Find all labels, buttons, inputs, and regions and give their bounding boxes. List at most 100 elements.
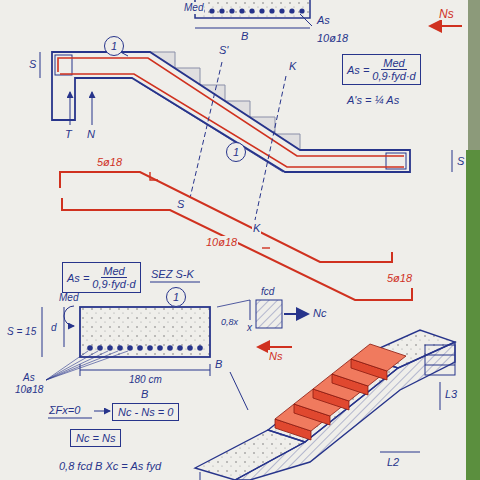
callout-circle: 1 bbox=[226, 142, 246, 162]
slab-side-3d bbox=[235, 342, 455, 480]
underline bbox=[150, 282, 200, 283]
leader-line bbox=[46, 351, 98, 380]
leader-line bbox=[46, 351, 108, 380]
section-rect bbox=[80, 307, 210, 357]
label: L2 bbox=[386, 456, 400, 468]
label: d bbox=[50, 322, 58, 334]
label: Med bbox=[183, 2, 204, 14]
label: 5ø18 bbox=[386, 272, 413, 284]
force-arrow bbox=[92, 92, 93, 125]
rebar-dot bbox=[157, 345, 163, 351]
arrow bbox=[94, 411, 110, 412]
label: S bbox=[28, 58, 37, 70]
slab-line bbox=[138, 82, 283, 172]
node-text: Nc - Ns = 0 bbox=[118, 406, 173, 418]
dimension-line bbox=[40, 52, 41, 78]
dimension-tick bbox=[80, 364, 81, 376]
label: Nc bbox=[312, 307, 327, 319]
stress-block bbox=[256, 300, 282, 328]
label: 180 cm bbox=[128, 374, 163, 386]
rebar-dot bbox=[279, 8, 284, 13]
fraction: Med0,9·fyd·d bbox=[92, 265, 135, 290]
stair-slab bbox=[52, 52, 410, 172]
equation-box: Nc - Ns = 0 bbox=[112, 403, 179, 421]
force-arrow bbox=[258, 346, 292, 348]
label: B bbox=[140, 388, 149, 400]
rebar-dot bbox=[187, 345, 193, 351]
rebar-dot bbox=[127, 345, 133, 351]
section-cut bbox=[190, 62, 222, 198]
rebar-shape bbox=[60, 172, 392, 262]
dimension-line bbox=[440, 382, 441, 410]
dimension-line bbox=[250, 300, 251, 320]
dimension-line bbox=[195, 28, 310, 29]
label: Ns bbox=[268, 350, 283, 362]
background-edge bbox=[468, 0, 480, 150]
label: 10ø18 bbox=[316, 32, 349, 44]
label: 0,8x bbox=[220, 316, 239, 328]
equation-box: Nc = Ns bbox=[70, 429, 121, 447]
rebar-dot bbox=[219, 8, 224, 13]
label: K bbox=[252, 222, 261, 234]
node-text: As = bbox=[347, 64, 369, 76]
dimension-line bbox=[380, 452, 420, 453]
label: B bbox=[240, 30, 249, 42]
node-text: Med bbox=[381, 57, 406, 70]
leader-line bbox=[46, 351, 128, 380]
label: 5ø18 bbox=[96, 156, 123, 168]
node-text: Nc = Ns bbox=[76, 432, 115, 444]
dimension-tick bbox=[210, 364, 211, 376]
label: 10ø18 bbox=[205, 236, 238, 248]
leader-line bbox=[46, 351, 118, 380]
rebar-dot bbox=[137, 345, 143, 351]
rebar-dot bbox=[87, 345, 93, 351]
label: T bbox=[64, 128, 73, 140]
label: S bbox=[176, 198, 185, 210]
force-arrow bbox=[430, 25, 462, 27]
label: S' bbox=[218, 44, 229, 56]
rebar-dot bbox=[197, 345, 203, 351]
force-arrow bbox=[70, 92, 71, 125]
label: As bbox=[22, 372, 36, 384]
label: fcd bbox=[260, 286, 275, 298]
rebar-dot bbox=[269, 8, 274, 13]
label: A's = ¼ As bbox=[346, 94, 400, 106]
rebar-dot bbox=[249, 8, 254, 13]
label: x bbox=[246, 322, 253, 334]
label: Med bbox=[58, 292, 79, 304]
rebar-cage-3d bbox=[200, 472, 201, 480]
rebar-dot bbox=[229, 8, 234, 13]
section-cut bbox=[255, 76, 286, 220]
moment-arrow bbox=[64, 306, 74, 326]
dimension-line bbox=[230, 372, 248, 410]
label: S = 15 bbox=[6, 326, 37, 338]
callout-circle: 1 bbox=[104, 36, 124, 56]
rebar-hook bbox=[150, 172, 158, 180]
label: B bbox=[214, 358, 223, 370]
rebar-dot bbox=[147, 345, 153, 351]
label: K bbox=[288, 60, 297, 72]
rebar-cage-3d bbox=[425, 355, 455, 356]
formula-box: As =Med0,9·fyd·d bbox=[62, 262, 141, 293]
rebar-dot bbox=[117, 345, 123, 351]
label: L3 bbox=[444, 388, 458, 400]
background-green bbox=[466, 150, 480, 480]
callout-circle: 1 bbox=[166, 287, 186, 307]
slab-section bbox=[195, 0, 310, 18]
node-text: Med bbox=[101, 265, 126, 278]
node-text: 1 bbox=[233, 146, 239, 158]
label: As bbox=[316, 14, 331, 26]
force-arrow bbox=[284, 313, 308, 315]
rebar-dot bbox=[239, 8, 244, 13]
rebar-dot bbox=[177, 345, 183, 351]
rebar-top bbox=[58, 58, 404, 156]
dimension-line bbox=[452, 150, 453, 172]
rebar-hook bbox=[262, 247, 270, 248]
node-text: 0,9·fyd·d bbox=[372, 70, 415, 82]
label: SEZ S-K bbox=[150, 268, 195, 280]
label: S bbox=[456, 155, 465, 167]
dimension-line bbox=[42, 307, 43, 357]
step-3d bbox=[351, 344, 406, 371]
rebar-cage-3d bbox=[425, 345, 455, 375]
rebar-dot bbox=[167, 345, 173, 351]
